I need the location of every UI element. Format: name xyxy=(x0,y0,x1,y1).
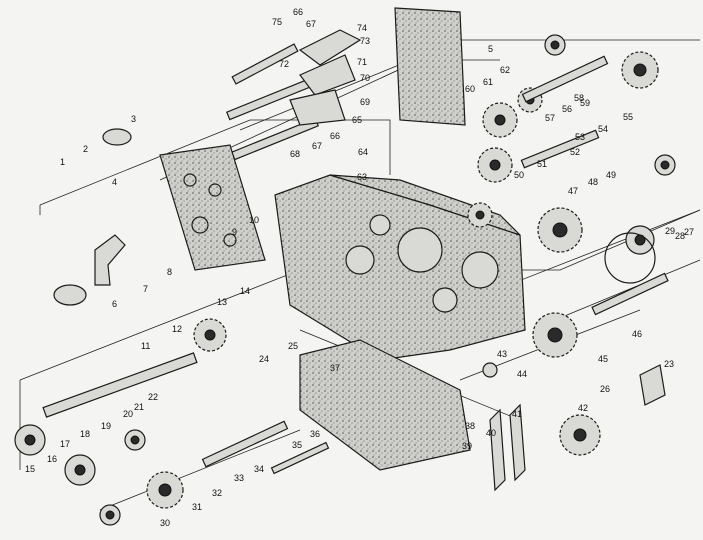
part-label: 26 xyxy=(600,384,611,394)
part-label: 8 xyxy=(167,267,173,277)
part-label: 31 xyxy=(192,502,203,512)
part-label: 42 xyxy=(578,403,589,413)
part-label: 50 xyxy=(514,170,525,180)
part-label: 62 xyxy=(500,65,511,75)
part-label: 20 xyxy=(123,409,134,419)
part-label: 25 xyxy=(288,341,299,351)
part-label: 72 xyxy=(279,59,290,69)
part-label: 9 xyxy=(232,227,238,237)
shift-rods xyxy=(225,29,362,161)
part-label: 47 xyxy=(568,186,579,196)
part-label: 39 xyxy=(462,441,473,451)
part-label: 19 xyxy=(101,421,112,431)
part-label: 1 xyxy=(60,157,66,167)
part-label: 59 xyxy=(580,98,591,108)
gears xyxy=(14,34,676,526)
part-label: 48 xyxy=(588,177,599,187)
part-label: 30 xyxy=(160,518,171,528)
part-label: 57 xyxy=(545,113,556,123)
part-label: 22 xyxy=(148,392,159,402)
part-label: 67 xyxy=(312,141,323,151)
part-label: 21 xyxy=(134,402,145,412)
part-label: 18 xyxy=(80,429,91,439)
oil-sump xyxy=(299,339,471,471)
part-label: 61 xyxy=(483,77,494,87)
part-label: 70 xyxy=(360,73,371,83)
part-label: 56 xyxy=(562,104,573,114)
part-label: 5 xyxy=(488,44,494,54)
part-label: 7 xyxy=(143,284,149,294)
part-label: 11 xyxy=(141,341,151,351)
part-label: 10 xyxy=(249,215,260,225)
part-label: 54 xyxy=(598,124,609,134)
part-label: 67 xyxy=(306,19,317,29)
part-label: 24 xyxy=(259,354,270,364)
part-label: 74 xyxy=(357,23,368,33)
top-cover-plate xyxy=(394,7,466,126)
part-label: 32 xyxy=(212,488,223,498)
part-label: 6 xyxy=(112,299,118,309)
part-label: 27 xyxy=(684,227,695,237)
part-label: 44 xyxy=(517,369,528,379)
part-label: 37 xyxy=(330,363,341,373)
part-label: 51 xyxy=(537,159,548,169)
part-label: 52 xyxy=(570,147,581,157)
part-label: 60 xyxy=(465,84,476,94)
part-label: 40 xyxy=(486,428,497,438)
part-label: 75 xyxy=(272,17,283,27)
gearbox-housing xyxy=(274,174,526,361)
part-label: 66 xyxy=(293,7,304,17)
misc-parts xyxy=(53,128,666,492)
part-label: 45 xyxy=(598,354,609,364)
side-cover-plate xyxy=(159,144,266,271)
part-label: 71 xyxy=(357,57,368,67)
part-label: 33 xyxy=(234,473,245,483)
part-label: 17 xyxy=(60,439,71,449)
part-label: 73 xyxy=(360,36,371,46)
part-label: 15 xyxy=(25,464,36,474)
part-label: 12 xyxy=(172,324,183,334)
part-label: 64 xyxy=(358,147,369,157)
part-label: 53 xyxy=(575,132,586,142)
part-label: 2 xyxy=(83,144,89,154)
part-label: 63 xyxy=(357,172,368,182)
part-label: 16 xyxy=(47,454,58,464)
part-label: 55 xyxy=(623,112,634,122)
part-label: 4 xyxy=(112,177,118,187)
part-label: 65 xyxy=(352,115,363,125)
side-plate-holes xyxy=(183,173,237,247)
part-label: 66 xyxy=(330,131,341,141)
part-label: 68 xyxy=(290,149,301,159)
part-label: 38 xyxy=(465,421,476,431)
part-label: 69 xyxy=(360,97,371,107)
part-label: 49 xyxy=(606,170,617,180)
part-label: 36 xyxy=(310,429,321,439)
part-label: 14 xyxy=(240,286,251,296)
part-label: 35 xyxy=(292,440,303,450)
part-label: 58 xyxy=(574,93,585,103)
part-label: 23 xyxy=(664,359,675,369)
part-label: 3 xyxy=(131,114,137,124)
part-label: 13 xyxy=(217,297,228,307)
part-label: 41 xyxy=(512,409,523,419)
part-label: 29 xyxy=(665,226,676,236)
shafts xyxy=(42,55,669,475)
part-label: 46 xyxy=(632,329,643,339)
part-label: 28 xyxy=(675,231,686,241)
part-label: 43 xyxy=(497,349,508,359)
part-label: 34 xyxy=(254,464,265,474)
